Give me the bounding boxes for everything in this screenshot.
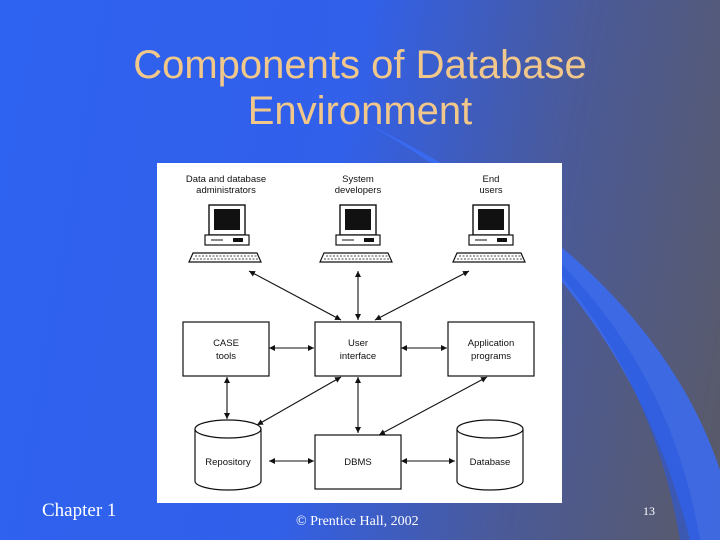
case-tools-line1: CASE [213,338,239,349]
footer-copyright: © Prentice Hall, 2002 [296,514,419,529]
user-label-developers-line1: System [342,174,374,185]
dbms-label: DBMS [344,457,371,468]
user-label-admins-line2: administrators [196,185,256,196]
application-programs-line2: programs [471,351,511,362]
title-line-2: Environment [247,89,473,133]
user-interface-line1: User [348,338,368,349]
user-label-developers-line2: developers [335,185,382,196]
repository-label: Repository [205,457,251,468]
application-programs-line1: Application [468,338,514,349]
footer-chapter: Chapter 1 [42,500,117,521]
case-tools-line2: tools [216,351,236,362]
developer-computer-icon [319,204,393,263]
database-cylinder [456,419,524,491]
footer-page-number: 13 [643,504,655,518]
application-programs-box [447,321,535,377]
user-label-endusers-line2: users [479,185,502,196]
dbms-box [314,434,402,490]
title-line-1: Components of Database [133,43,587,87]
database-label: Database [470,457,511,468]
user-interface-box [314,321,402,377]
database-environment-diagram: Data and database administrators System … [157,163,562,503]
user-interface-line2: interface [340,351,376,362]
user-label-admins-line1: Data and database [186,174,266,185]
enduser-computer-icon [452,204,526,263]
case-tools-box [182,321,270,377]
slide-title: Components of Database Environment [60,42,660,134]
diagram-connectors [224,270,488,464]
user-label-endusers-line1: End [483,174,500,185]
admin-computer-icon [188,204,262,263]
repository-cylinder [194,419,262,491]
